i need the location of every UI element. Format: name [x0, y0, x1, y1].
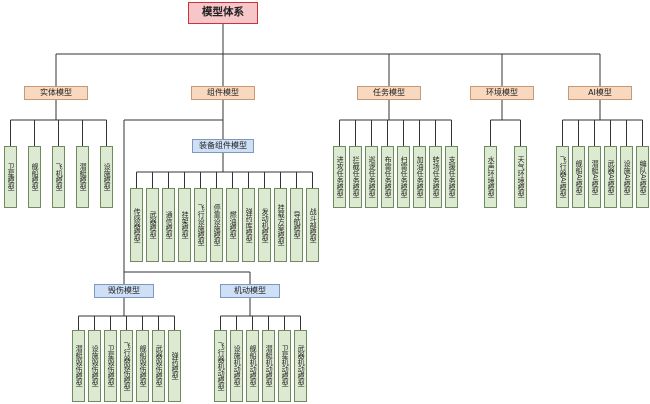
leaf-node: 布雷任务模型	[381, 146, 394, 208]
leaf-node: 水声环境模型	[484, 146, 497, 208]
leaf-node: 拦截任务模型	[349, 146, 362, 208]
category-node: 任务模型	[357, 86, 421, 100]
subgroup-node: 毁伤模型	[94, 284, 154, 298]
leaf-node: 舰船AI模型	[572, 146, 585, 208]
leaf-node: 武器毁伤模型	[152, 330, 165, 402]
leaf-node: 飞机模型	[52, 146, 65, 208]
leaf-node: 飞行器AI模型	[556, 146, 569, 208]
leaf-node: 挂架模型	[178, 188, 191, 262]
leaf-node: 巡逻任务模型	[365, 146, 378, 208]
leaf-node: 进攻任务模型	[333, 146, 346, 208]
category-node: 环境模型	[470, 86, 534, 100]
leaf-node: 武器AI模型	[604, 146, 617, 208]
leaf-node: 潜艇AI模型	[588, 146, 601, 208]
category-node: 实体模型	[24, 86, 88, 100]
leaf-node: 飞行器毁伤模型	[120, 330, 133, 402]
leaf-node: 战斗部模型	[306, 188, 319, 262]
leaf-node: 停靠设施模型	[210, 188, 223, 262]
leaf-node: 卫星模型	[4, 146, 17, 208]
leaf-node: 设施机动模型	[230, 330, 243, 402]
leaf-node: 支援任务模型	[445, 146, 458, 208]
leaf-node: 传感器模型	[130, 188, 143, 262]
leaf-node: 潜艇毁伤模型	[72, 330, 85, 402]
leaf-node: 燃油模型	[226, 188, 239, 262]
leaf-node: 设施模型	[100, 146, 113, 208]
leaf-node: 设施毁伤模型	[88, 330, 101, 402]
leaf-node: 舰船模型	[28, 146, 41, 208]
leaf-node: 弹药模型	[168, 330, 181, 402]
leaf-node: 武器模型	[146, 188, 159, 262]
leaf-node: 卫星机动模型	[278, 330, 291, 402]
leaf-node: 导航模型	[290, 188, 303, 262]
leaf-node: 扫雷任务模型	[397, 146, 410, 208]
leaf-node: 设施AI模型	[620, 146, 633, 208]
leaf-node: 编队AI模型	[636, 146, 649, 208]
leaf-node: 潜艇机动模型	[262, 330, 275, 402]
subgroup-node: 装备组件模型	[192, 139, 254, 153]
leaf-node: 卫星毁伤模型	[104, 330, 117, 402]
leaf-node: 飞行器机动模型	[214, 330, 227, 402]
root-node: 模型体系	[188, 2, 258, 24]
leaf-node: 舰船毁伤模型	[136, 330, 149, 402]
category-node: AI模型	[568, 86, 632, 100]
leaf-node: 潜艇模型	[76, 146, 89, 208]
category-node: 组件模型	[191, 86, 255, 100]
leaf-node: 通信模型	[162, 188, 175, 262]
leaf-node: 舰船机动模型	[246, 330, 259, 402]
leaf-node: 挂载方案模型	[274, 188, 287, 262]
leaf-node: 弹药库模型	[242, 188, 255, 262]
leaf-node: 飞行设施模型	[194, 188, 207, 262]
leaf-node: 转场任务模型	[429, 146, 442, 208]
leaf-node: 天气环境模型	[514, 146, 527, 208]
leaf-node: 发动机模型	[258, 188, 271, 262]
leaf-node: 加油任务模型	[413, 146, 426, 208]
leaf-node: 武器机动模型	[294, 330, 307, 402]
subgroup-node: 机动模型	[220, 284, 280, 298]
